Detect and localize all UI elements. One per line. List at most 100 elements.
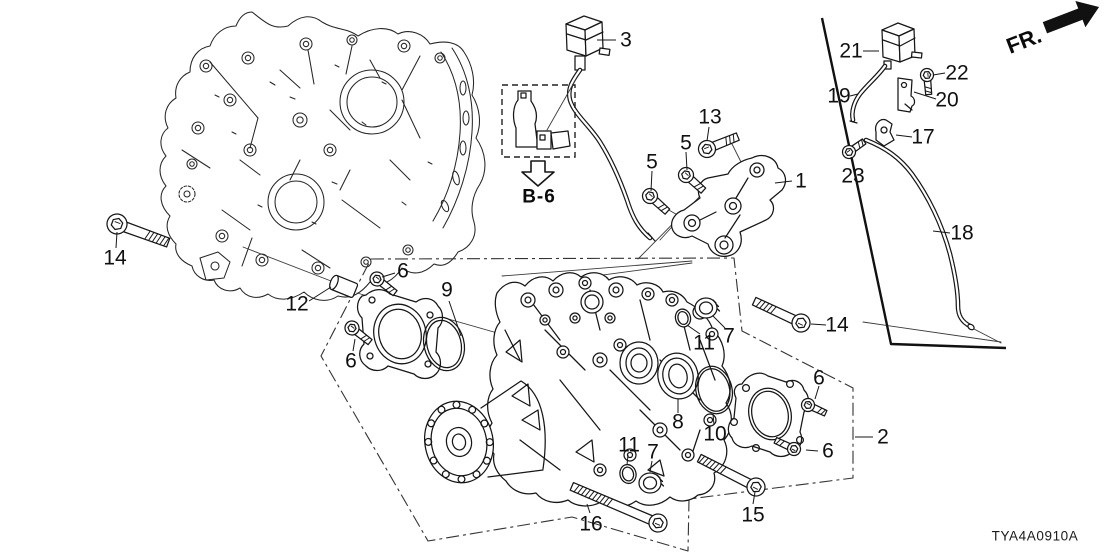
callout-22: 22	[945, 62, 968, 85]
pipe-clamp-17	[874, 118, 895, 147]
output-flange	[424, 400, 494, 484]
leader-line	[712, 413, 715, 426]
oil-seal-8	[657, 352, 699, 400]
bolt-5	[677, 166, 707, 194]
detail-b6-box	[501, 78, 577, 187]
leader-line	[352, 338, 356, 352]
fr-arrow-icon	[1042, 1, 1100, 34]
bolt-23	[841, 138, 867, 160]
callout-11: 11	[618, 434, 640, 457]
callout-12: 12	[285, 293, 308, 316]
breather-tube-3	[566, 67, 656, 242]
leader-line	[381, 272, 396, 278]
bolt-16	[569, 481, 668, 533]
diagram-code: TYA4A0910A	[992, 529, 1079, 544]
leader-line	[774, 180, 793, 184]
leader-line	[814, 385, 820, 400]
callout-5: 5	[680, 132, 692, 155]
leader-line	[895, 134, 913, 138]
callout-20: 20	[935, 89, 958, 112]
bracket-20	[897, 77, 916, 113]
callout-8: 8	[672, 411, 684, 434]
callout-16: 16	[579, 513, 602, 536]
callout-6: 6	[822, 440, 834, 463]
leader-line	[932, 72, 946, 76]
callout-5: 5	[646, 151, 658, 174]
callout-19: 19	[827, 85, 850, 108]
callout-9: 9	[441, 279, 453, 302]
leader-line	[850, 156, 854, 167]
callout-2: 2	[877, 426, 889, 449]
transmission-case-art	[159, 11, 486, 301]
callout-21: 21	[839, 40, 862, 63]
callout-13: 13	[698, 106, 721, 129]
leader-line	[115, 231, 118, 249]
leader-line	[810, 323, 827, 326]
leader-line	[706, 126, 710, 142]
bracket-stay-1	[670, 155, 787, 258]
callout-23: 23	[841, 165, 864, 188]
callout-11: 11	[693, 332, 715, 355]
leader-line	[650, 170, 653, 192]
seal-holder-plate	[329, 274, 466, 380]
leader-line	[849, 93, 859, 97]
body-edge-line	[820, 17, 1007, 350]
bolt-6	[369, 271, 398, 297]
callout-17: 17	[911, 126, 934, 149]
leader-line	[649, 460, 653, 473]
callout-7: 7	[647, 441, 659, 464]
bolt-15	[696, 453, 766, 497]
leader-line	[805, 449, 819, 452]
leader-line	[932, 230, 951, 234]
callout-1: 1	[795, 170, 807, 193]
leader-line	[685, 151, 688, 171]
bolt-6	[773, 436, 802, 457]
dowel-pin-12	[329, 274, 359, 299]
washer-11-top	[674, 308, 692, 328]
sealing-plug-7	[694, 297, 721, 319]
transfer-case-art	[424, 272, 732, 508]
callout-15: 15	[741, 504, 764, 527]
side-cover-plate	[727, 372, 810, 458]
breather-chamber-21	[881, 22, 923, 70]
callout-7: 7	[723, 325, 735, 348]
callout-6: 6	[813, 367, 825, 390]
callout-14: 14	[103, 247, 127, 270]
breather-hose-19	[849, 63, 888, 124]
callout-18: 18	[950, 222, 973, 245]
leader-line	[913, 91, 937, 100]
bolt-13	[697, 132, 740, 159]
leader-lines	[115, 39, 951, 514]
bolt-22	[919, 67, 935, 96]
sealing-plug-7	[638, 472, 665, 494]
sensor-3	[565, 15, 611, 71]
leader-line	[626, 454, 629, 466]
callout-6: 6	[345, 350, 357, 373]
bolts	[106, 67, 935, 533]
bolt-14-right	[751, 296, 811, 333]
washer-11-bottom	[619, 463, 637, 485]
leader-line	[586, 503, 591, 514]
bolt-14-left	[106, 213, 171, 248]
callout-3: 3	[620, 29, 632, 52]
leader-line	[686, 324, 701, 335]
callout-6: 6	[397, 260, 409, 283]
o-ring-10	[694, 365, 734, 415]
bolt-5	[641, 187, 671, 215]
callout-14: 14	[825, 314, 849, 337]
o-ring-9	[422, 316, 466, 372]
callout-10: 10	[703, 423, 726, 446]
leader-line	[448, 300, 462, 337]
breather-pipe-18	[863, 137, 975, 331]
down-block-arrow-icon	[521, 160, 555, 187]
detail-ref-label: B-6	[522, 187, 556, 208]
fr-label: FR.	[1003, 23, 1045, 59]
bolt-6	[344, 320, 373, 346]
bolt-6	[800, 397, 828, 417]
leader-line	[308, 286, 332, 302]
leader-line	[752, 491, 756, 505]
leader-line	[712, 315, 726, 329]
